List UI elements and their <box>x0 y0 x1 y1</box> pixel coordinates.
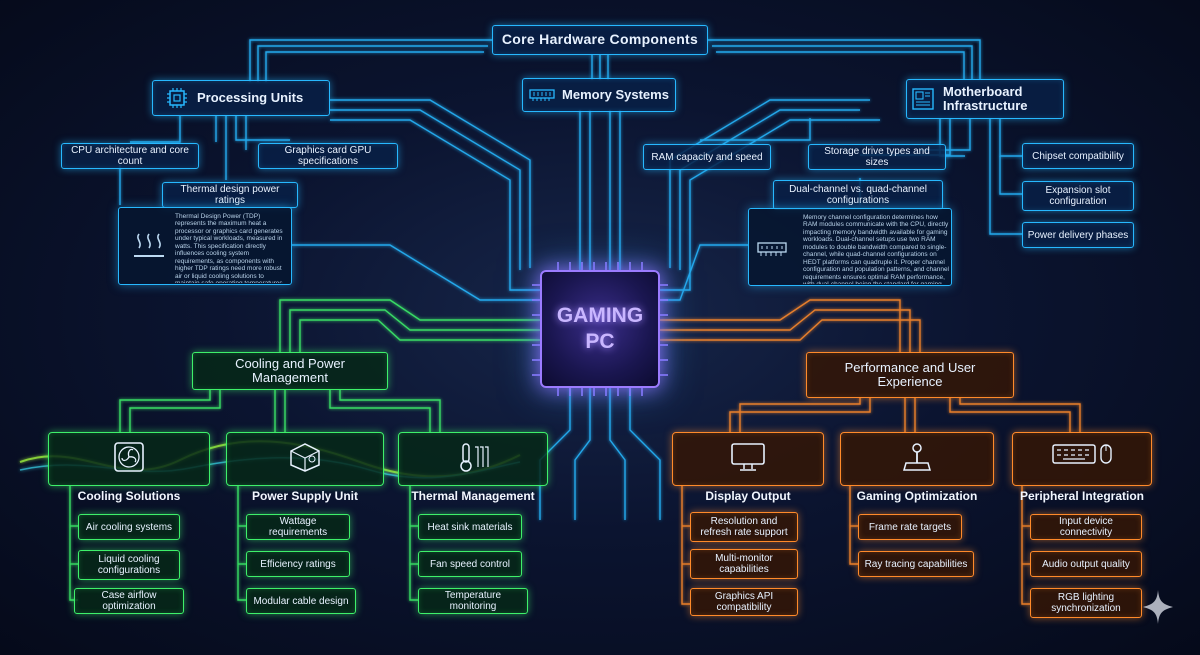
leaf-modular-cable: Modular cable design <box>246 588 356 614</box>
performance-node: Performance and User Experience <box>806 352 1014 398</box>
thermal-management-card: Thermal Management <box>398 432 548 503</box>
chip-icon <box>167 88 187 108</box>
gaming-pc-label: GAMING PC <box>556 303 644 353</box>
core-hardware-title: Core Hardware Components <box>492 25 708 55</box>
leaf-temp-monitoring: Temperature monitoring <box>418 588 528 614</box>
channel-info-text: Memory channel configuration determines … <box>803 214 949 284</box>
memory-systems-node: Memory Systems <box>522 78 676 112</box>
leaf-air-cooling: Air cooling systems <box>78 514 180 540</box>
power-supply-card: Power Supply Unit <box>226 432 384 503</box>
keyboard-mouse-icon <box>1052 444 1112 464</box>
leaf-gpu-specs: Graphics card GPU specifications <box>258 143 398 169</box>
power-supply-label: Power Supply Unit <box>251 489 358 503</box>
leaf-fan-speed: Fan speed control <box>418 551 522 577</box>
leaf-input-device: Input device connectivity <box>1030 514 1142 540</box>
leaf-storage-drives: Storage drive types and sizes <box>808 144 946 170</box>
monitor-icon <box>731 443 765 471</box>
cooling-solutions-card: Cooling Solutions <box>48 432 210 503</box>
leaf-expansion-slot: Expansion slot configuration <box>1022 181 1134 211</box>
thermal-management-label: Thermal Management <box>411 489 535 503</box>
leaf-graphics-api: Graphics API compatibility <box>690 588 798 616</box>
gaming-optimization-card: Gaming Optimization <box>840 432 994 503</box>
peripheral-integration-label: Peripheral Integration <box>1019 489 1145 503</box>
cooling-power-node: Cooling and Power Management <box>192 352 388 390</box>
thermometer-icon <box>460 443 489 472</box>
leaf-heat-sink: Heat sink materials <box>418 514 522 540</box>
ram-icon <box>529 89 555 101</box>
leaf-chipset: Chipset compatibility <box>1022 143 1134 169</box>
leaf-tdp-ratings: Thermal design power ratings <box>162 182 298 208</box>
leaf-cpu-architecture: CPU architecture and core count <box>61 143 199 169</box>
peripheral-integration-card: Peripheral Integration <box>1012 432 1152 503</box>
memory-systems-label: Memory Systems <box>562 86 669 102</box>
leaf-ray-tracing: Ray tracing capabilities <box>858 551 974 577</box>
tdp-info-box: Thermal Design Power (TDP) represents th… <box>118 207 292 285</box>
motherboard-label: Motherboard Infrastructure <box>943 83 1028 113</box>
leaf-multi-monitor: Multi-monitor capabilities <box>690 549 798 579</box>
leaf-wattage: Wattage requirements <box>246 514 350 540</box>
motherboard-icon <box>912 88 934 110</box>
fan-icon <box>114 442 144 472</box>
display-output-card: Display Output <box>672 432 824 503</box>
leaf-frame-rate: Frame rate targets <box>858 514 962 540</box>
leaf-resolution: Resolution and refresh rate support <box>690 512 798 542</box>
heat-waves-icon <box>134 233 164 257</box>
channel-info-box: Memory channel configuration determines … <box>748 208 952 286</box>
display-output-label: Display Output <box>705 489 791 503</box>
tdp-info-text: Thermal Design Power (TDP) represents th… <box>175 213 284 283</box>
cooling-solutions-label: Cooling Solutions <box>77 489 181 503</box>
leaf-liquid-cooling: Liquid cooling configurations <box>78 550 180 580</box>
processing-units-node: Processing Units <box>152 80 330 116</box>
sparkle-icon <box>1143 590 1173 624</box>
processing-units-label: Processing Units <box>197 89 304 105</box>
gaming-optimization-label: Gaming Optimization <box>856 489 978 503</box>
leaf-channel-config: Dual-channel vs. quad-channel configurat… <box>773 180 943 210</box>
ram-module-icon <box>757 242 787 256</box>
psu-icon <box>290 443 320 472</box>
leaf-power-phases: Power delivery phases <box>1022 222 1134 248</box>
gaming-pc-chip: GAMING PC <box>540 270 660 388</box>
leaf-case-airflow: Case airflow optimization <box>74 588 184 614</box>
leaf-ram-capacity: RAM capacity and speed <box>643 144 771 170</box>
leaf-rgb-sync: RGB lighting synchronization <box>1030 588 1142 618</box>
leaf-efficiency: Efficiency ratings <box>246 551 350 577</box>
motherboard-node: Motherboard Infrastructure <box>906 79 1064 119</box>
joystick-icon <box>903 443 931 471</box>
leaf-audio-output: Audio output quality <box>1030 551 1142 577</box>
